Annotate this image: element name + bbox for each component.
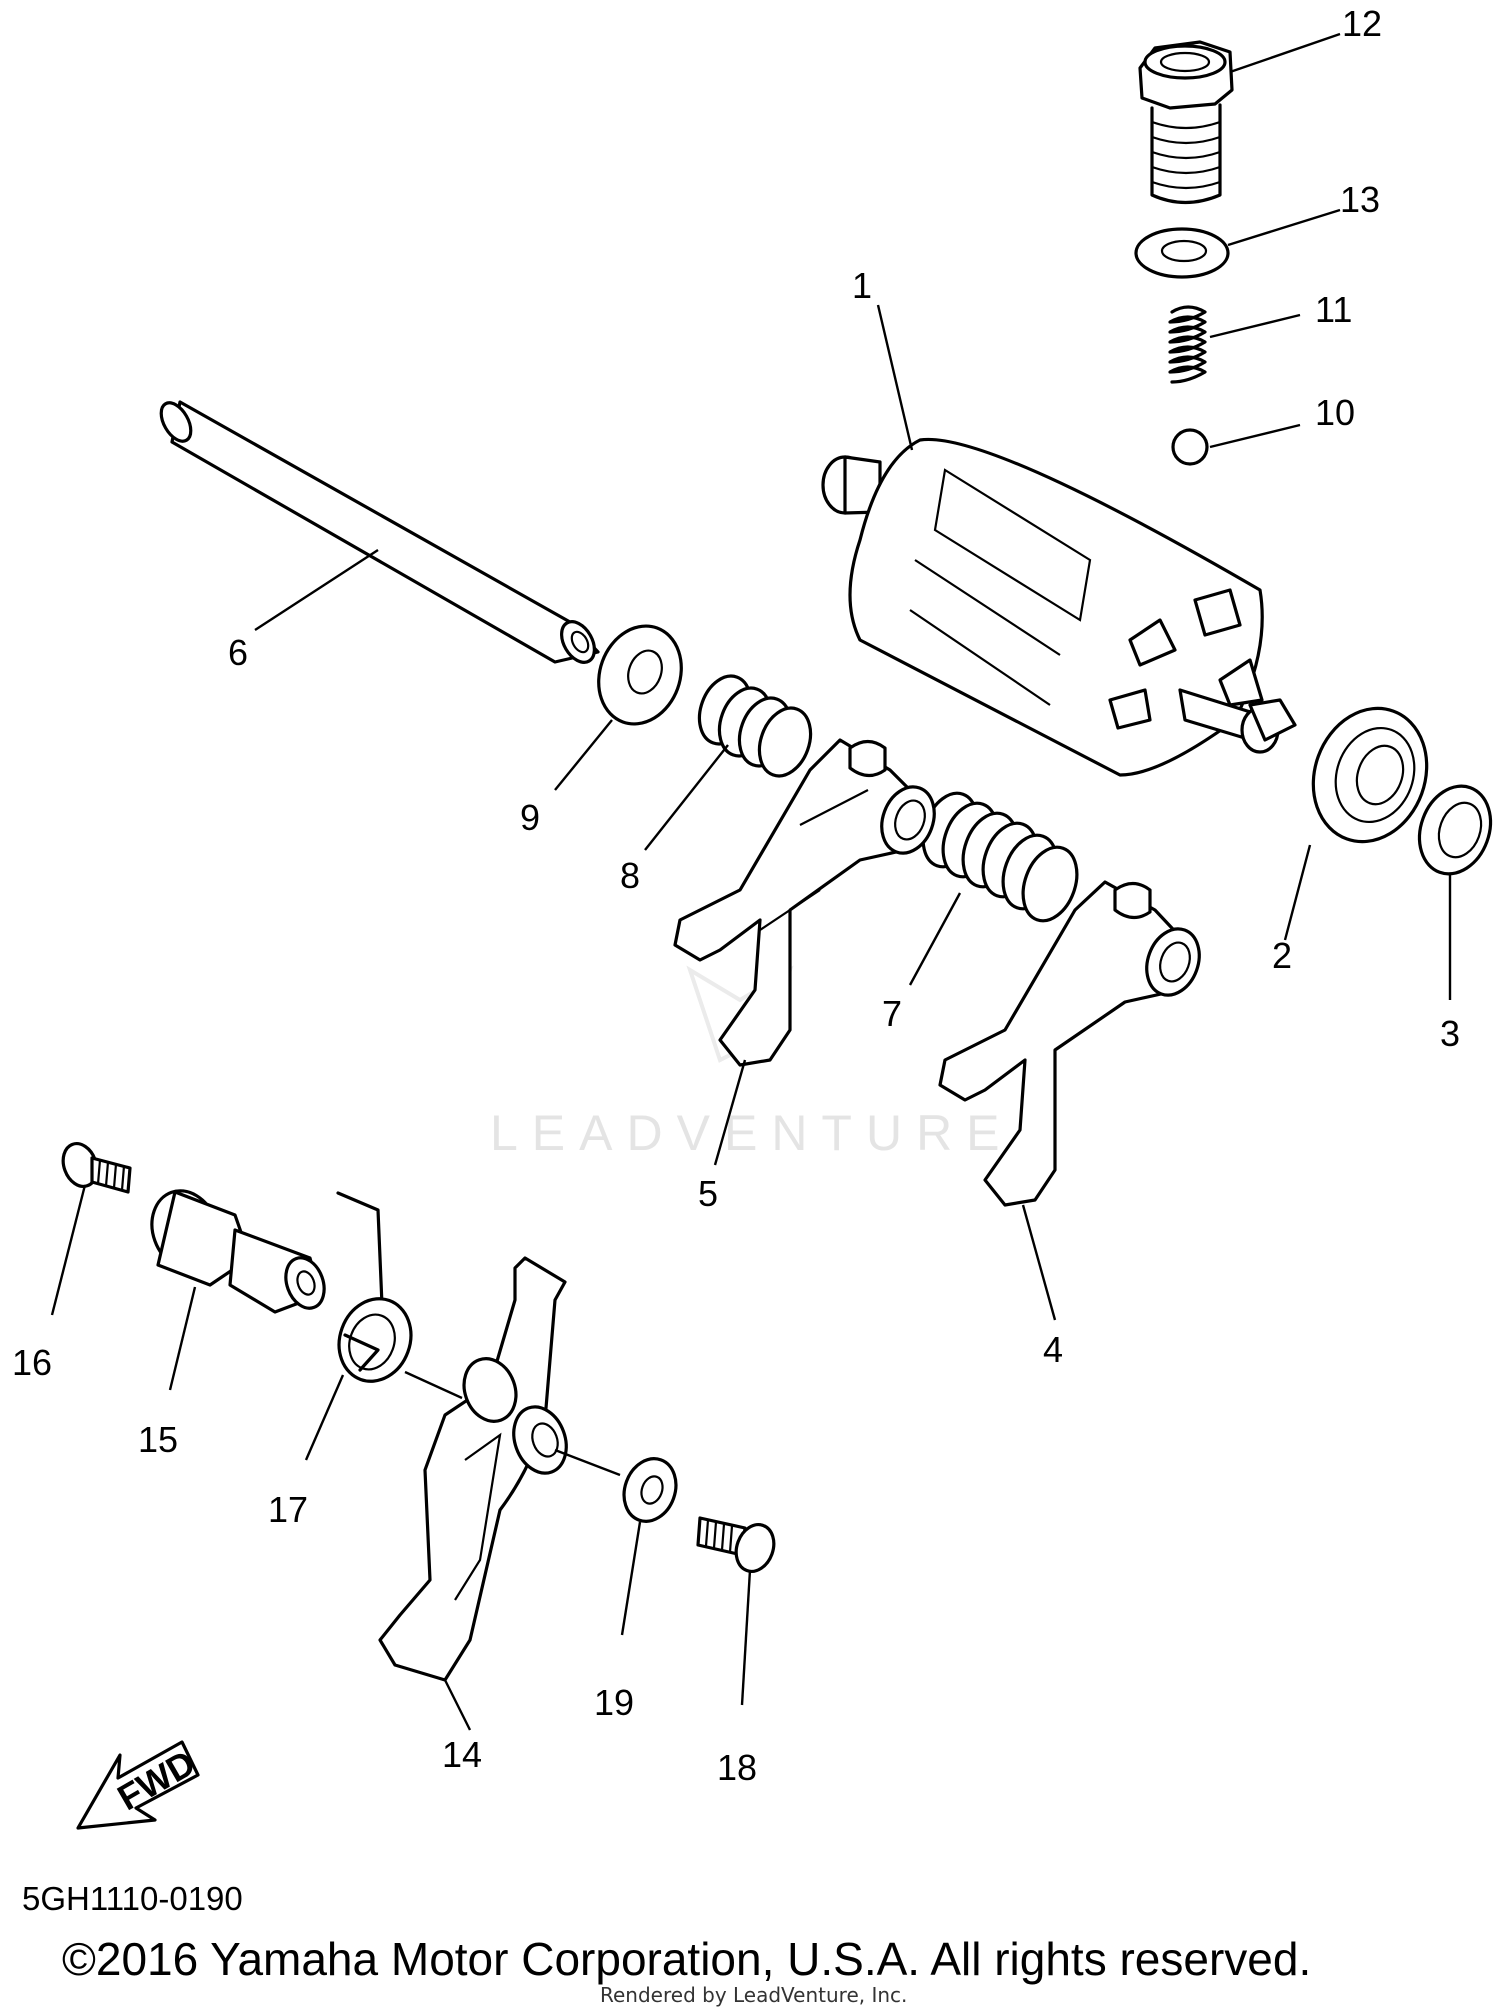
callout-7: 7 xyxy=(882,993,902,1034)
part-18-bolt xyxy=(696,1516,776,1573)
part-9-washer xyxy=(597,624,683,726)
part-12-bolt xyxy=(1138,40,1234,205)
leader-lines xyxy=(50,32,1452,1731)
diagram-code: 5GH1110-0190 xyxy=(22,1880,243,1917)
callout-12: 12 xyxy=(1342,3,1382,44)
callout-8: 8 xyxy=(620,855,640,896)
part-16-bolt xyxy=(61,1142,132,1194)
part-5-shift-fork xyxy=(673,738,936,1067)
callout-1: 1 xyxy=(852,265,872,306)
callout-16: 16 xyxy=(12,1342,52,1383)
copyright-notice: ©2016 Yamaha Motor Corporation, U.S.A. A… xyxy=(62,1933,1312,1985)
part-3-seal xyxy=(1417,784,1493,876)
callout-4: 4 xyxy=(1043,1329,1063,1370)
callout-15: 15 xyxy=(138,1419,178,1460)
callout-2: 2 xyxy=(1272,935,1292,976)
callout-18: 18 xyxy=(717,1747,757,1788)
callout-5: 5 xyxy=(698,1173,718,1214)
part-13-gasket xyxy=(1134,227,1230,279)
rendered-by-credit: Rendered by LeadVenture, Inc. xyxy=(600,1983,908,2007)
assembly-line-19 xyxy=(554,1448,621,1477)
part-7-spring xyxy=(921,791,1079,923)
part-1-shift-drum xyxy=(821,437,1297,777)
callout-6: 6 xyxy=(228,632,248,673)
part-10-ball xyxy=(1171,428,1209,466)
callout-9: 9 xyxy=(520,797,540,838)
part-19-washer xyxy=(622,1457,678,1523)
part-17-torsion-spring xyxy=(336,1191,413,1383)
assembly-line-17 xyxy=(404,1370,463,1400)
callout-13: 13 xyxy=(1340,179,1380,220)
part-15-collar xyxy=(150,1189,326,1314)
part-6-shaft xyxy=(159,400,600,664)
callout-3: 3 xyxy=(1440,1013,1460,1054)
part-4-shift-fork xyxy=(938,880,1201,1207)
callout-10: 10 xyxy=(1315,392,1355,433)
callout-11: 11 xyxy=(1315,289,1352,330)
part-8-spring xyxy=(697,674,813,778)
part-2-bearing xyxy=(1311,706,1429,844)
callout-19: 19 xyxy=(594,1682,634,1723)
watermark-text: LEADVENTURE xyxy=(490,1105,1014,1161)
fwd-arrow-icon: FWD xyxy=(76,1740,202,1830)
part-14-shift-arm xyxy=(378,1256,568,1682)
part-11-spring xyxy=(1168,305,1207,384)
callout-14: 14 xyxy=(442,1734,482,1775)
callout-17: 17 xyxy=(268,1489,308,1530)
